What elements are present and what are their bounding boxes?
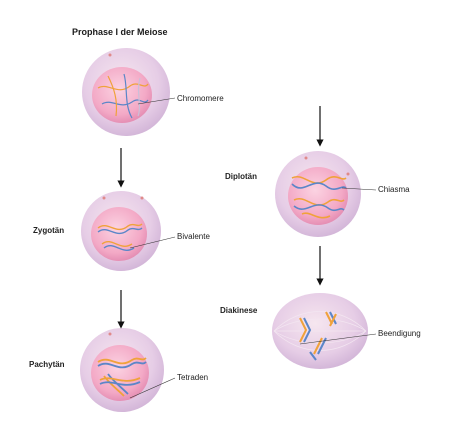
- cell-diplotan: [275, 151, 361, 237]
- stage-label-pachytan: Pachytän: [29, 360, 65, 369]
- centriole: [102, 196, 106, 200]
- chiasma-chromosomes: [291, 175, 347, 219]
- leader-lines: [129, 97, 377, 399]
- tetrads: [97, 357, 147, 397]
- nucleus: [92, 67, 152, 123]
- cell-leptotan: [82, 48, 170, 136]
- leader-line-bivalente: [129, 236, 176, 249]
- centriole: [304, 156, 308, 160]
- chromosome-pairs: [97, 223, 143, 251]
- callout-chromomere: Chromomere: [177, 94, 224, 103]
- centriole: [108, 53, 112, 57]
- leader-line-chromomere: [137, 97, 176, 105]
- centriole: [346, 172, 350, 176]
- centriole: [108, 332, 112, 336]
- callout-bivalente: Bivalente: [177, 232, 210, 241]
- stage-label-diplotan: Diplotän: [225, 172, 257, 181]
- stage-label-diakinese: Diakinese: [220, 306, 258, 315]
- cell-diakinese: [272, 293, 368, 369]
- callout-tetraden: Tetraden: [177, 373, 209, 382]
- callout-beendigung: Beendigung: [378, 329, 421, 338]
- cell-pachytan: [80, 328, 164, 412]
- leader-line-beendigung: [299, 333, 377, 345]
- cell-zygotan: [81, 191, 161, 271]
- chromatin-threads: [97, 73, 149, 119]
- callout-chiasma: Chiasma: [378, 185, 410, 194]
- centriole: [140, 196, 144, 200]
- stage-arrows: [117, 106, 324, 329]
- leader-line-tetraden: [129, 377, 176, 399]
- diagram-title: Prophase I der Meiose: [72, 27, 168, 37]
- stage-label-zygotan: Zygotän: [33, 226, 65, 235]
- leader-line-chiasma: [341, 187, 377, 191]
